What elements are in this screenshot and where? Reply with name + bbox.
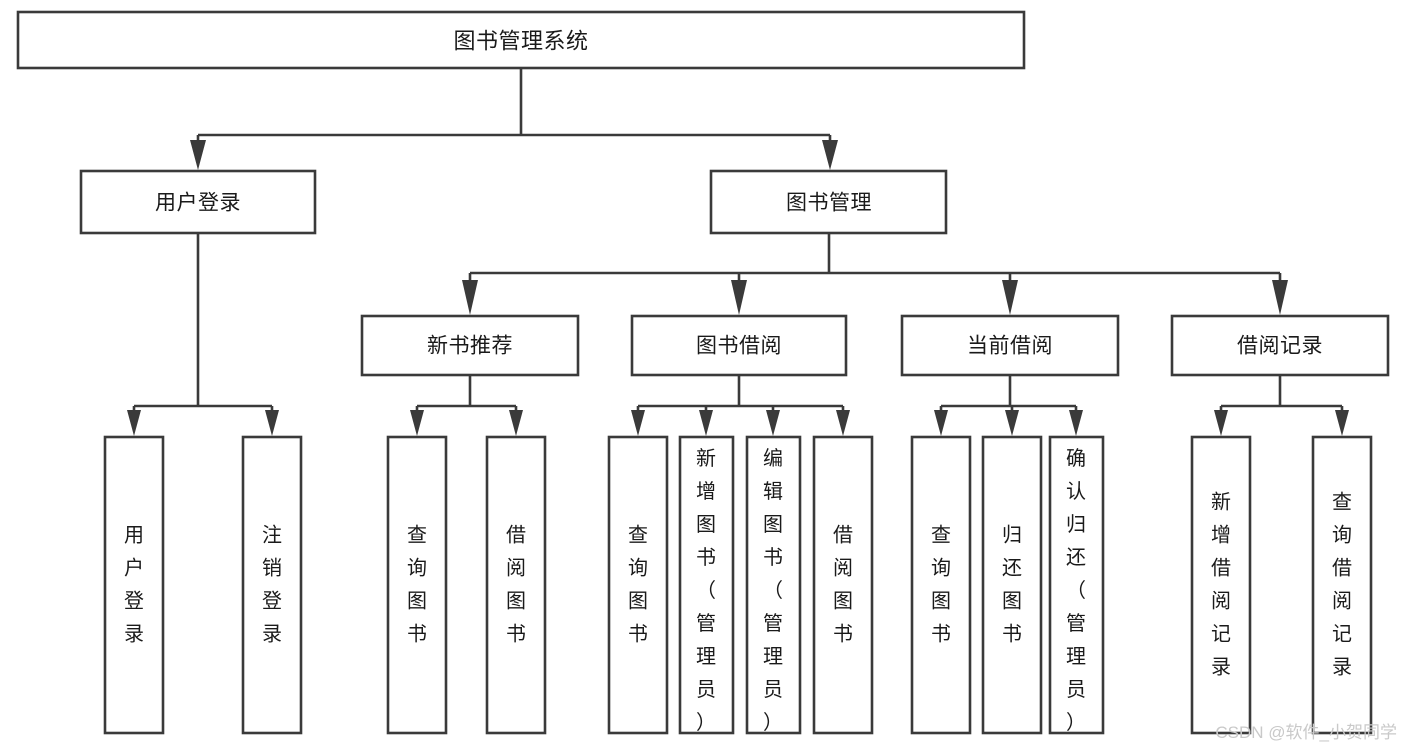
arrowhead-new-book-recommend: [462, 280, 478, 315]
arrowhead-leaf-confirm-return: [1069, 410, 1083, 436]
node-book-manage-label: 图书管理: [786, 192, 872, 215]
node-leaf-user-login[interactable]: 用户登录: [103, 435, 165, 735]
node-leaf-query-record[interactable]: 查询借阅记录: [1311, 435, 1373, 735]
node-current-borrow-label: 当前借阅: [967, 335, 1053, 358]
node-leaf-user-logout-label: 注销登录: [262, 524, 282, 646]
node-book-borrow-box: [630, 314, 848, 377]
node-leaf-query-book-2-box: [607, 435, 669, 735]
arrowhead-leaf-borrow-book-2: [836, 410, 850, 436]
connectors-new-book-recommend-to-leaves: [410, 375, 523, 436]
node-leaf-add-book[interactable]: 新增图书（管理员）: [678, 435, 735, 735]
arrowhead-leaf-query-book-2: [631, 410, 645, 436]
node-current-borrow-box: [900, 314, 1120, 377]
node-leaf-return-book[interactable]: 归还图书: [981, 435, 1043, 735]
arrowhead-leaf-query-book-3: [934, 410, 948, 436]
connectors-borrow-record-to-leaves: [1214, 375, 1349, 436]
node-borrow-record-label: 借阅记录: [1237, 335, 1323, 358]
arrowhead-leaf-edit-book: [766, 410, 780, 436]
node-leaf-add-book-label: 新增图书（管理员）: [696, 447, 716, 734]
arrowhead-leaf-user-logout: [265, 410, 279, 436]
arrowhead-leaf-borrow-book-1: [509, 410, 523, 436]
connectors-root-to-level2: [190, 68, 838, 170]
node-new-book-recommend-box: [360, 314, 580, 377]
node-leaf-edit-book[interactable]: 编辑图书（管理员）: [745, 435, 802, 735]
node-leaf-user-logout-box: [241, 435, 303, 735]
node-leaf-query-book-3-box: [910, 435, 972, 735]
node-leaf-borrow-book-2-box: [812, 435, 874, 735]
connectors-book-manage-to-level3: [462, 233, 1288, 315]
node-user-login-label: 用户登录: [155, 192, 241, 215]
node-leaf-edit-book-box: [745, 435, 802, 735]
node-leaf-query-book-1[interactable]: 查询图书: [386, 435, 448, 735]
node-book-manage-box: [709, 169, 948, 235]
node-leaf-add-record-box: [1190, 435, 1252, 735]
node-book-borrow-label: 图书借阅: [696, 335, 782, 358]
node-borrow-record-box: [1170, 314, 1390, 377]
node-leaf-query-record-box: [1311, 435, 1373, 735]
node-leaf-confirm-return[interactable]: 确认归还（管理员）: [1048, 435, 1105, 735]
arrowhead-leaf-query-record: [1335, 410, 1349, 436]
node-root-label: 图书管理系统: [453, 29, 588, 54]
node-book-manage[interactable]: 图书管理: [709, 169, 948, 235]
node-leaf-add-record[interactable]: 新增借阅记录: [1190, 435, 1252, 735]
node-root[interactable]: 图书管理系统: [16, 10, 1026, 70]
node-leaf-return-book-box: [981, 435, 1043, 735]
node-new-book-recommend[interactable]: 新书推荐: [360, 314, 580, 377]
node-borrow-record[interactable]: 借阅记录: [1170, 314, 1390, 377]
node-leaf-user-logout[interactable]: 注销登录: [241, 435, 303, 735]
arrowhead-borrow-record: [1272, 280, 1288, 315]
node-leaf-borrow-book-2-label: 借阅图书: [833, 524, 853, 646]
arrowhead-book-manage: [822, 140, 838, 170]
node-leaf-query-record-label: 查询借阅记录: [1332, 491, 1352, 679]
arrowhead-book-borrow: [731, 280, 747, 315]
node-leaf-add-book-box: [678, 435, 735, 735]
arrowhead-leaf-add-record: [1214, 410, 1228, 436]
arrowhead-leaf-return-book: [1005, 410, 1019, 436]
node-leaf-add-record-label: 新增借阅记录: [1211, 491, 1231, 679]
node-new-book-recommend-label: 新书推荐: [427, 335, 513, 358]
connectors-book-borrow-to-leaves: [631, 375, 850, 436]
arrowhead-user-login: [190, 140, 206, 170]
node-current-borrow[interactable]: 当前借阅: [900, 314, 1120, 377]
node-leaf-confirm-return-box: [1048, 435, 1105, 735]
node-leaf-query-book-1-label: 查询图书: [407, 524, 427, 646]
node-leaf-user-login-label: 用户登录: [124, 525, 144, 646]
node-leaf-query-book-2-label: 查询图书: [628, 524, 648, 646]
node-leaf-borrow-book-2[interactable]: 借阅图书: [812, 435, 874, 735]
node-user-login-box: [79, 169, 317, 235]
connectors-user-login-to-leaves: [127, 233, 279, 436]
arrowhead-current-borrow: [1002, 280, 1018, 315]
node-root-box: [16, 10, 1026, 70]
node-leaf-borrow-book-1[interactable]: 借阅图书: [485, 435, 547, 735]
node-leaf-borrow-book-1-label: 借阅图书: [506, 524, 526, 646]
arrowhead-leaf-add-book: [699, 410, 713, 436]
node-book-borrow[interactable]: 图书借阅: [630, 314, 848, 377]
node-leaf-confirm-return-label: 确认归还（管理员）: [1066, 447, 1086, 734]
node-leaf-edit-book-label: 编辑图书（管理员）: [763, 447, 783, 734]
node-leaf-query-book-3-label: 查询图书: [931, 524, 951, 646]
node-leaf-borrow-book-1-box: [485, 435, 547, 735]
node-leaf-user-login-box: [103, 435, 165, 735]
node-leaf-return-book-label: 归还图书: [1002, 524, 1022, 646]
node-user-login[interactable]: 用户登录: [79, 169, 317, 235]
arrowhead-leaf-user-login: [127, 410, 141, 436]
node-leaf-query-book-2[interactable]: 查询图书: [607, 435, 669, 735]
arrowhead-leaf-query-book-1: [410, 410, 424, 436]
node-leaf-query-book-1-box: [386, 435, 448, 735]
node-leaf-query-book-3[interactable]: 查询图书: [910, 435, 972, 735]
connectors-current-borrow-to-leaves: [934, 375, 1083, 436]
